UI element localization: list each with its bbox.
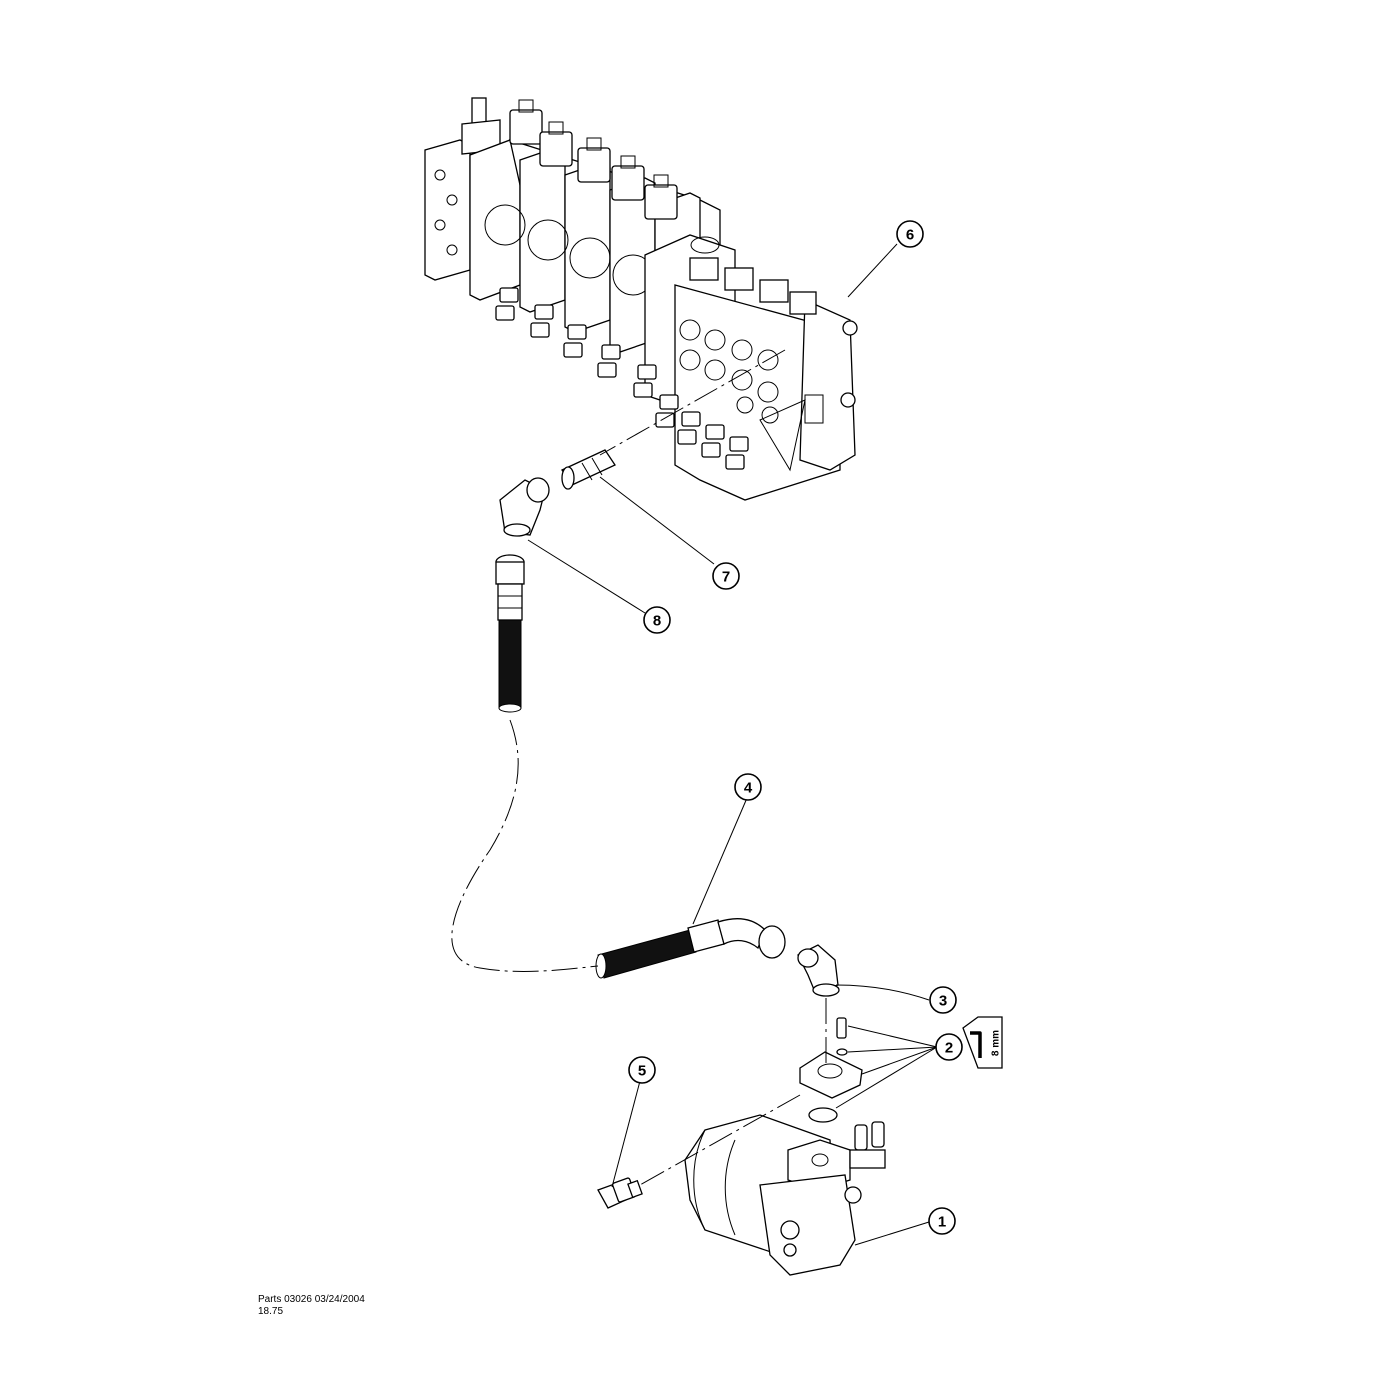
- callout-5-label: 5: [638, 1063, 646, 1080]
- callout-3: 3: [929, 986, 957, 1014]
- callout-3-label: 3: [939, 993, 947, 1010]
- flange-kit: [799, 1017, 863, 1123]
- elbow-fitting-upper: [499, 477, 550, 537]
- hydraulic-pump: [684, 1114, 886, 1276]
- hose-upper: [495, 554, 525, 713]
- callout-6-label: 6: [906, 227, 914, 244]
- footer: Parts 03026 03/24/2004 18.75: [258, 1294, 365, 1318]
- straight-adapter: [561, 449, 616, 490]
- callout-7-label: 7: [722, 569, 730, 586]
- leader-lines: [527, 243, 938, 1246]
- callout-4-label: 4: [744, 780, 753, 797]
- test-port-fitting: [597, 1177, 643, 1209]
- callout-2-label: 2: [945, 1040, 953, 1057]
- callout-2: 2: [935, 1033, 963, 1061]
- tool-tag: 8 mm: [962, 1016, 1003, 1069]
- callout-6: 6: [896, 220, 924, 248]
- callout-8-label: 8: [653, 613, 661, 630]
- elbow-fitting-lower: [797, 944, 840, 997]
- tool-tag-label: 8 mm: [991, 1030, 1002, 1056]
- callout-1-label: 1: [938, 1214, 946, 1231]
- footer-parts-line: Parts 03026 03/24/2004: [258, 1294, 365, 1305]
- hose-lower: [595, 918, 786, 979]
- callout-8: 8: [643, 606, 671, 634]
- hex-key-icon: [970, 1031, 982, 1058]
- callout-4: 4: [734, 773, 762, 801]
- callout-1: 1: [928, 1207, 956, 1235]
- callout-7: 7: [712, 562, 740, 590]
- footer-version-line: 18.75: [258, 1306, 284, 1317]
- callout-5: 5: [628, 1056, 656, 1084]
- control-valve-block: [424, 97, 858, 501]
- assembly-center-lines: [451, 349, 827, 1186]
